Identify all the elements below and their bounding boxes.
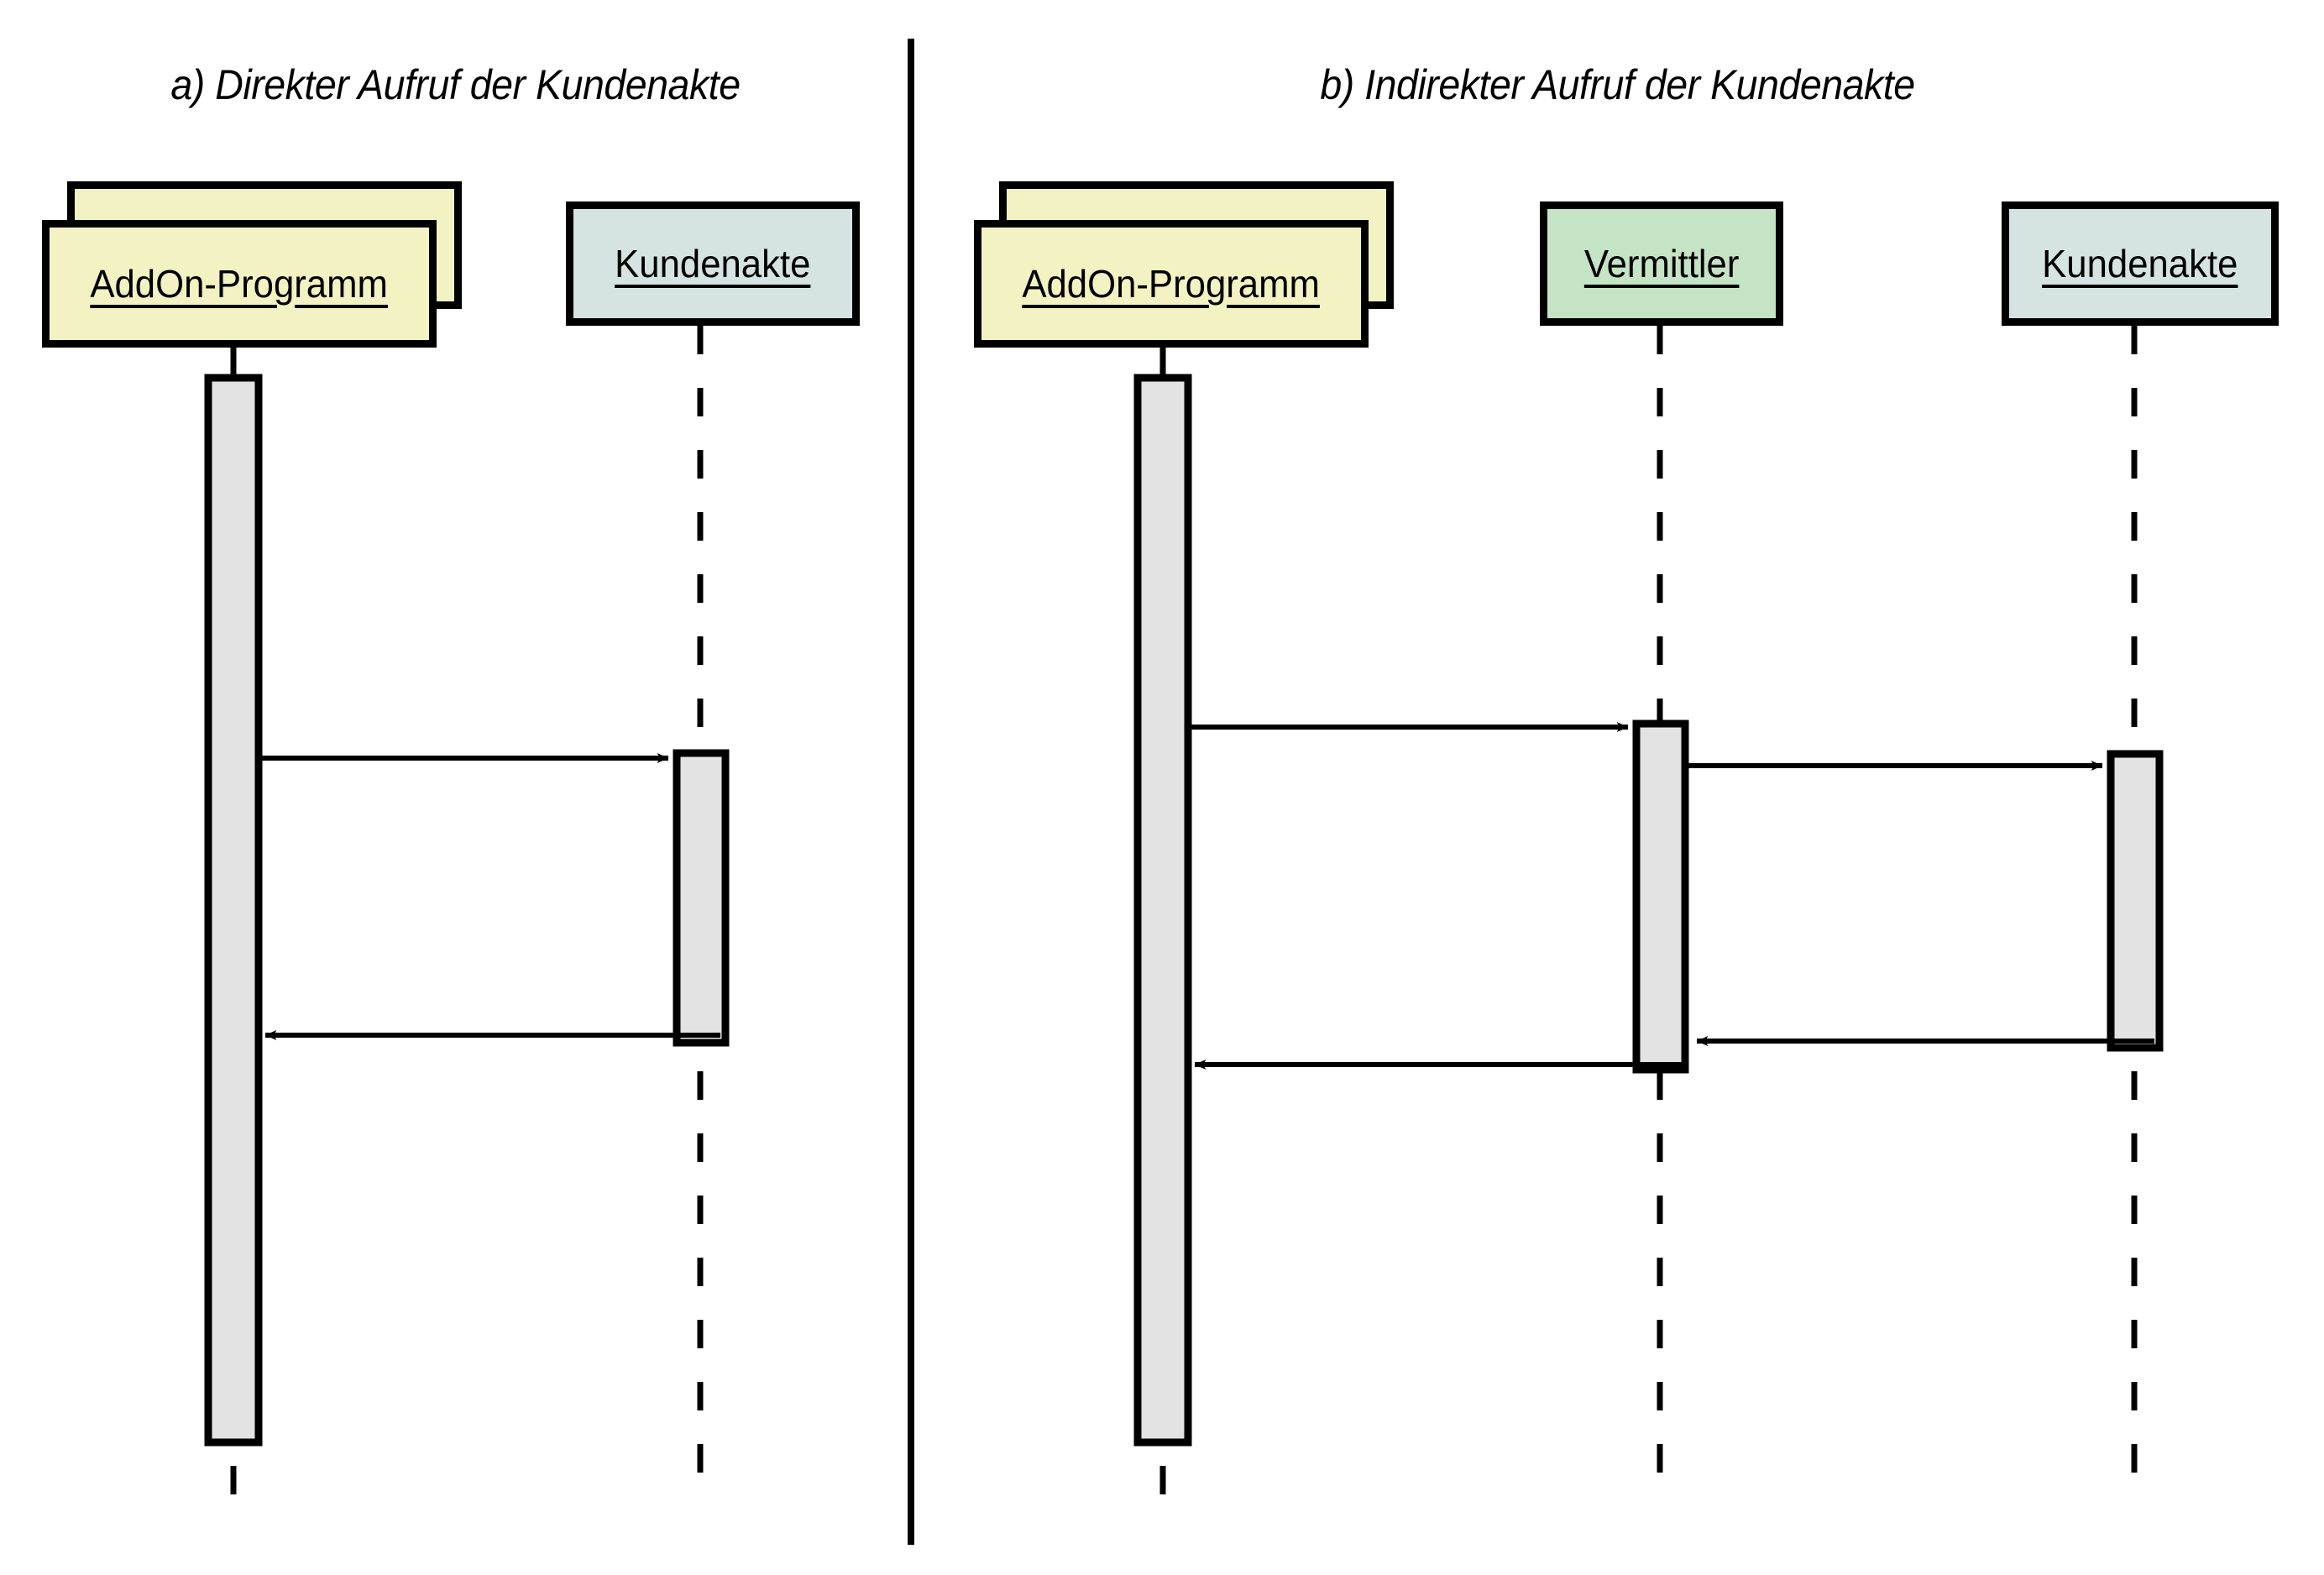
activation-bar-kundenakte-b bbox=[2107, 750, 2164, 1052]
participant-label-kundenakte-b: Kundenakte bbox=[2042, 242, 2238, 285]
participant-kundenakte-b[interactable]: Kundenakte bbox=[2002, 201, 2279, 326]
participant-label-vermittler-b: Vermittler bbox=[1583, 242, 1740, 285]
participant-label-kundenakte-a: Kundenakte bbox=[615, 242, 811, 285]
participant-addon-programm-b[interactable]: AddOn-Programm bbox=[974, 220, 1369, 348]
panel-b-title: b) Indirekter Aufruf der Kundenakte bbox=[1320, 61, 1915, 108]
participant-vermittler-b[interactable]: Vermittler bbox=[1540, 201, 1783, 326]
participant-kundenakte-a[interactable]: Kundenakte bbox=[566, 201, 860, 326]
activation-bar-kundenakte-a bbox=[673, 749, 730, 1047]
participant-label-addon-programm-b: AddOn-Programm bbox=[1022, 262, 1321, 306]
activation-bar-vermittler-b bbox=[1632, 719, 1689, 1074]
panel-a-title: a) Direkter Aufruf der Kundenakte bbox=[170, 61, 741, 108]
activation-bar-addon-programm-a bbox=[204, 374, 263, 1447]
participant-label-addon-programm-a: AddOn-Programm bbox=[90, 262, 389, 306]
activation-bar-addon-programm-b bbox=[1133, 374, 1192, 1447]
participant-addon-programm-a[interactable]: AddOn-Programm bbox=[42, 220, 437, 348]
